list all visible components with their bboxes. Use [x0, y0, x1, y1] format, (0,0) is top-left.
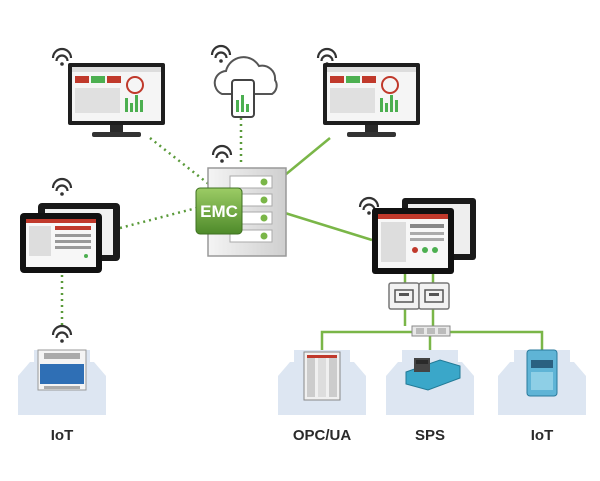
- monitor-icon: [323, 63, 420, 137]
- wifi-icon: [211, 144, 233, 164]
- link-monitor-right: [284, 137, 331, 176]
- wifi-icon: [210, 44, 232, 64]
- tablet-icon: [20, 203, 120, 273]
- wifi-icon: [51, 324, 73, 344]
- plc-icon: [303, 351, 341, 401]
- wifi-icon: [51, 47, 73, 67]
- connections: [60, 118, 544, 352]
- emc-logo: [195, 187, 243, 235]
- link-tablet-left: [119, 203, 209, 230]
- sps-device-icon: [405, 358, 461, 391]
- network-switch-icon: [411, 325, 451, 337]
- wifi-icon: [51, 177, 73, 197]
- tablet-icon: [231, 79, 255, 118]
- monitor-icon: [68, 63, 165, 137]
- panel-pc-icon: [372, 198, 476, 274]
- emc-logo-text: EMC: [200, 202, 238, 221]
- iot-module-icon: [526, 349, 558, 397]
- label-sps: SPS: [415, 427, 445, 444]
- network-port-icon: [418, 282, 450, 310]
- link-monitor-left: [149, 137, 211, 186]
- cloud-icon: [213, 56, 278, 95]
- server-icon: EMC: [195, 167, 287, 257]
- label-opc-ua: OPC/UA: [293, 427, 352, 444]
- iot-module-icon: [37, 349, 87, 391]
- label-iot-left: IoT: [51, 427, 74, 444]
- network-port-icon: [388, 282, 420, 310]
- link-panel-right: [284, 211, 373, 242]
- label-iot-right: IoT: [531, 427, 554, 444]
